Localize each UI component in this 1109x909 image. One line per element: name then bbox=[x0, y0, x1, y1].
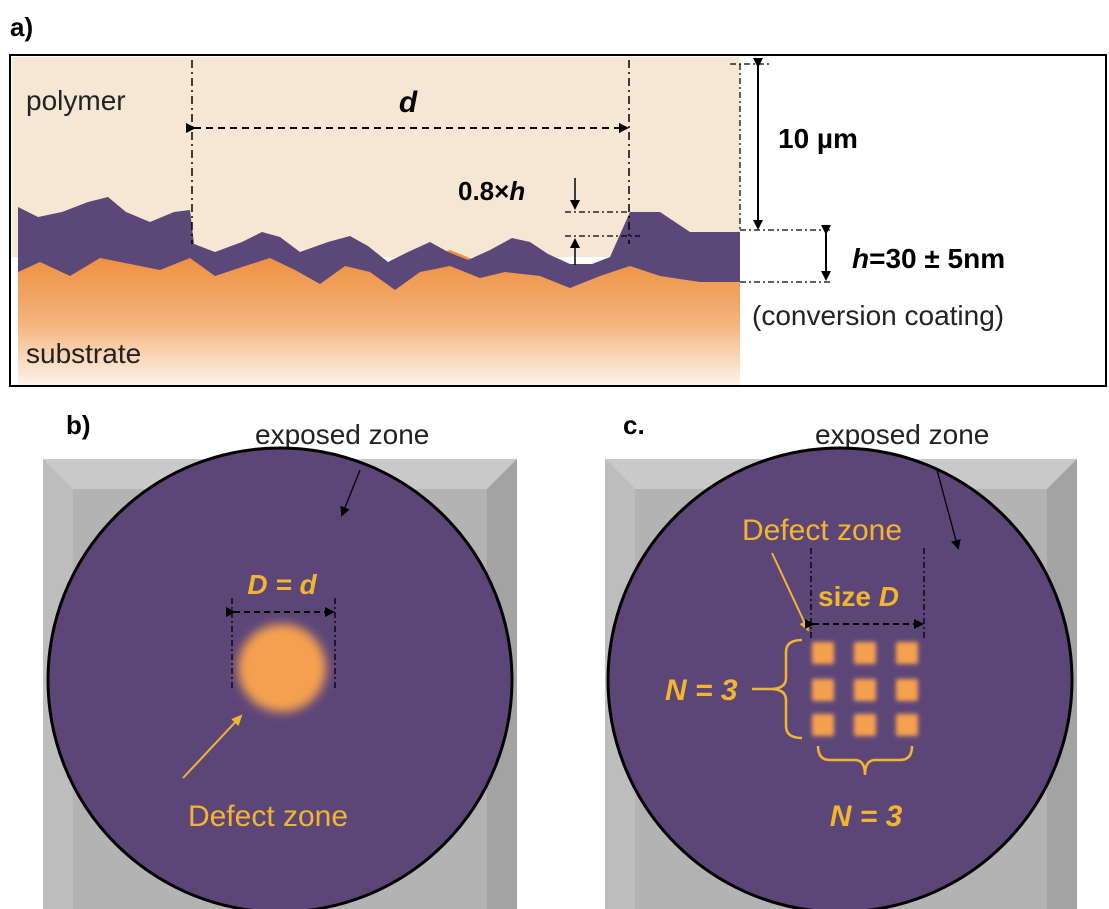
panel-c-exposed-label: exposed zone bbox=[815, 419, 989, 450]
exposed-pointer-b bbox=[340, 469, 361, 517]
polymer-label: polymer bbox=[26, 85, 126, 116]
panel-b: b) exposed zone D = d Defect zone bbox=[43, 410, 517, 909]
n-bottom-label: N = 3 bbox=[830, 800, 903, 833]
ratio-label: 0.8×h bbox=[458, 176, 525, 206]
panel-c: c. exposed zone Defect zone size D bbox=[605, 410, 1077, 909]
bottom-brace bbox=[816, 745, 914, 776]
h-label: h=30 ± 5nm bbox=[852, 243, 1005, 274]
substrate-label: substrate bbox=[26, 338, 141, 369]
panel-c-label: c. bbox=[623, 410, 645, 440]
defect-label-b: Defect zone bbox=[188, 800, 348, 833]
d-label: d bbox=[399, 86, 418, 119]
defect-square bbox=[812, 642, 834, 664]
panel-a: a) polymer d substrate 0.8×h 10 µm h=30 … bbox=[9, 12, 1107, 387]
panel-a-frame bbox=[9, 54, 1107, 387]
D-eq-label: D = d bbox=[247, 569, 317, 600]
defect-square bbox=[812, 714, 834, 736]
n-left-label: N = 3 bbox=[665, 674, 738, 707]
defect-square bbox=[854, 714, 876, 736]
defect-square bbox=[812, 679, 834, 701]
defect-pointer-b bbox=[182, 714, 243, 779]
defect-square bbox=[854, 642, 876, 664]
coating-label: (conversion coating) bbox=[752, 300, 1004, 331]
panel-a-label: a) bbox=[10, 12, 33, 42]
exposed-zone-c bbox=[606, 446, 1074, 909]
defect-square bbox=[896, 642, 918, 664]
panel-b-exposed-label: exposed zone bbox=[255, 419, 429, 450]
exposed-pointer-c bbox=[936, 469, 961, 550]
defect-square bbox=[896, 679, 918, 701]
defect-pointer-c bbox=[771, 552, 809, 632]
defect-array bbox=[812, 642, 918, 736]
conversion-coating bbox=[18, 197, 740, 290]
panel-b-label: b) bbox=[66, 410, 91, 440]
size-label-c: size D bbox=[818, 581, 899, 612]
defect-label-c: Defect zone bbox=[742, 514, 902, 547]
defect-zone-b bbox=[238, 624, 326, 712]
defect-square bbox=[896, 714, 918, 736]
defect-square bbox=[854, 679, 876, 701]
thickness-label: 10 µm bbox=[778, 123, 858, 154]
